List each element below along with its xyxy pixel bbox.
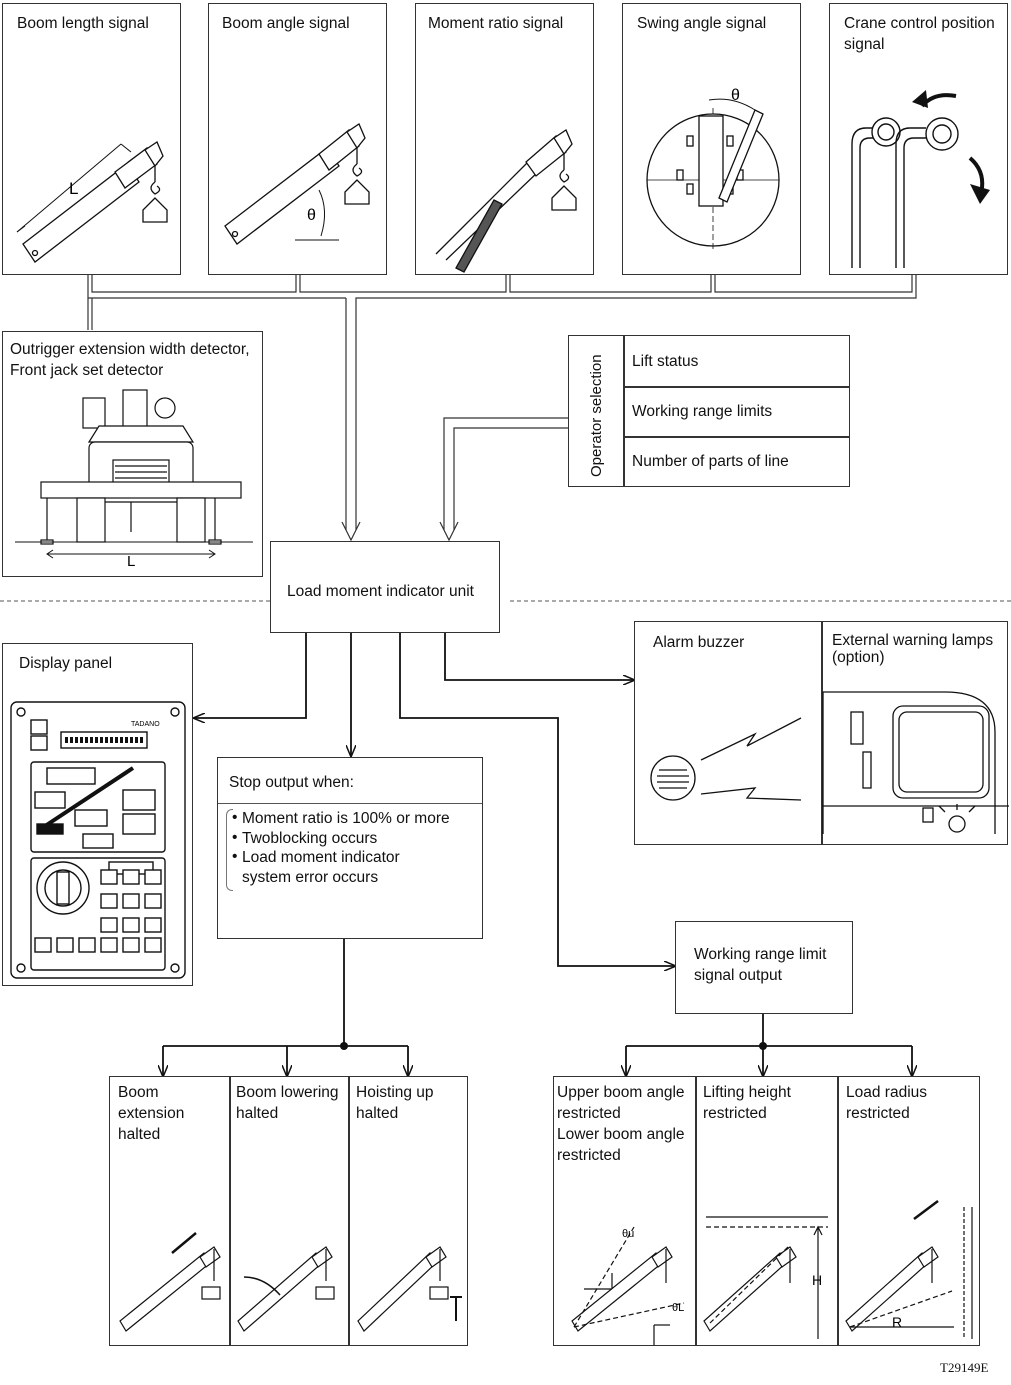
- boom-angle-restricted-label: Upper boom angle restricted Lower boom a…: [557, 1084, 685, 1164]
- crane-front-view-icon: L: [15, 389, 253, 570]
- arrow-into-lmi: [439, 521, 459, 542]
- outrigger-width-symbol: L: [127, 553, 135, 570]
- sound-wave-icon: [700, 717, 802, 761]
- radius-symbol: R: [892, 1314, 902, 1330]
- column-divider: [837, 1077, 839, 1345]
- display-panel-illustration: TADANO: [10, 701, 186, 979]
- arrow-to-display-panel: [194, 632, 307, 718]
- lifting-height-restricted-label: Lifting height restricted: [703, 1084, 791, 1122]
- crane-control-signal-box: Crane control position signal: [829, 3, 1008, 275]
- swing-angle-signal-label: Swing angle signal: [637, 15, 767, 32]
- limit-results-box: Upper boom angle restricted Lower boom a…: [553, 1076, 980, 1346]
- operator-selection-divider: [623, 336, 625, 486]
- stop-condition-item-continued: system error occurs: [242, 868, 379, 886]
- load-radius-restricted-label: Load radius restricted: [846, 1084, 928, 1122]
- display-panel-label: Display panel: [19, 655, 113, 672]
- boom-angle-symbol: θ: [307, 207, 316, 224]
- limit-result-icons: θu θL H R: [571, 1200, 973, 1345]
- alarm-illustration: [650, 691, 1009, 834]
- boom-angle-icon: θ: [224, 123, 370, 245]
- signal-bus: [87, 274, 917, 530]
- row-divider: [623, 436, 850, 438]
- operator-selection-label: Operator selection: [588, 354, 605, 477]
- swing-angle-icon: θ: [646, 87, 780, 250]
- load-moment-indicator-unit-label: Load moment indicator unit: [287, 583, 474, 600]
- hoisting-up-halted-label: Hoisting up halted: [356, 1084, 434, 1122]
- load-moment-indicator-unit-box: Load moment indicator unit: [270, 541, 500, 633]
- boom-angle-signal-box: Boom angle signal θ: [208, 3, 387, 275]
- lower-angle-symbol: θL: [672, 1302, 684, 1314]
- boom-length-icon: L: [16, 141, 168, 263]
- boom-length-symbol: L: [69, 179, 78, 198]
- parts-of-line-item: Number of parts of line: [632, 453, 789, 470]
- document-code: T29149E: [940, 1360, 989, 1375]
- external-warning-lamps-label: External warning lamps (option): [832, 632, 994, 666]
- column-divider: [348, 1077, 350, 1345]
- working-range-limits-item: Working range limits: [632, 403, 773, 420]
- arrow-to-alarm: [444, 632, 634, 680]
- buzzer-icon: [650, 755, 696, 801]
- boom-extension-halted-label: Boom extension halted: [118, 1084, 185, 1143]
- boom-length-signal-box: Boom length signal L: [2, 3, 181, 275]
- boom-lowering-halted-label: Boom lowering halted: [236, 1084, 339, 1122]
- rotate-arrow-icon: [970, 184, 990, 204]
- stop-condition-item: Load moment indicator: [230, 847, 450, 868]
- stop-condition-item: Moment ratio is 100% or more: [230, 808, 450, 829]
- alarm-divider: [821, 622, 823, 844]
- moment-ratio-signal-label: Moment ratio signal: [428, 15, 564, 32]
- operator-selection-box: Operator selection Lift status Working r…: [568, 335, 850, 487]
- stop-results-box: Boom extension halted Boom lowering halt…: [109, 1076, 468, 1346]
- stop-conditions-list: Moment ratio is 100% or more Twoblocking…: [230, 808, 450, 887]
- crane-control-signal-label: Crane control position signal: [844, 15, 995, 53]
- swing-angle-signal-box: Swing angle signal θ: [622, 3, 801, 275]
- control-lever-icon: [851, 90, 990, 268]
- upper-angle-symbol: θu: [622, 1228, 634, 1240]
- stop-output-title: Stop output when:: [229, 774, 354, 791]
- height-symbol: H: [812, 1272, 822, 1288]
- rotate-arrow-icon: [912, 90, 928, 108]
- panel-brand-logo: TADANO: [131, 721, 160, 728]
- boom-angle-signal-label: Boom angle signal: [222, 15, 350, 32]
- outrigger-detector-box: Outrigger extension width detector, Fron…: [2, 331, 263, 577]
- junction-dot: [759, 1042, 767, 1050]
- moment-ratio-signal-box: Moment ratio signal: [415, 3, 594, 275]
- warning-lamp-icon: [922, 807, 934, 823]
- stop-condition-item: Twoblocking occurs: [230, 828, 450, 849]
- sound-wave-icon: [700, 787, 802, 801]
- arrow-into-lmi: [341, 521, 361, 542]
- column-divider: [229, 1077, 231, 1345]
- moment-ratio-icon: [435, 129, 577, 273]
- display-panel-box: Display panel TADANO: [2, 643, 193, 986]
- alarm-output-box: Alarm buzzer External warning lamps (opt…: [634, 621, 1009, 845]
- outrigger-detector-label: Outrigger extension width detector, Fron…: [10, 341, 250, 379]
- swing-angle-symbol: θ: [731, 87, 740, 104]
- junction-dot: [340, 1042, 348, 1050]
- row-divider: [623, 386, 850, 388]
- alarm-buzzer-label: Alarm buzzer: [653, 634, 745, 651]
- working-range-limit-output-label: Working range limit signal output: [694, 946, 827, 984]
- lift-status-item: Lift status: [632, 353, 699, 370]
- boom-length-signal-label: Boom length signal: [17, 15, 149, 32]
- column-divider: [695, 1077, 697, 1345]
- stop-result-icons: [119, 1232, 462, 1332]
- working-range-limit-output-box: Working range limit signal output: [675, 921, 853, 1014]
- stop-output-divider: [218, 803, 482, 805]
- stop-output-box: Stop output when: Moment ratio is 100% o…: [217, 757, 483, 939]
- arrow-to-working-range-output: [399, 632, 675, 966]
